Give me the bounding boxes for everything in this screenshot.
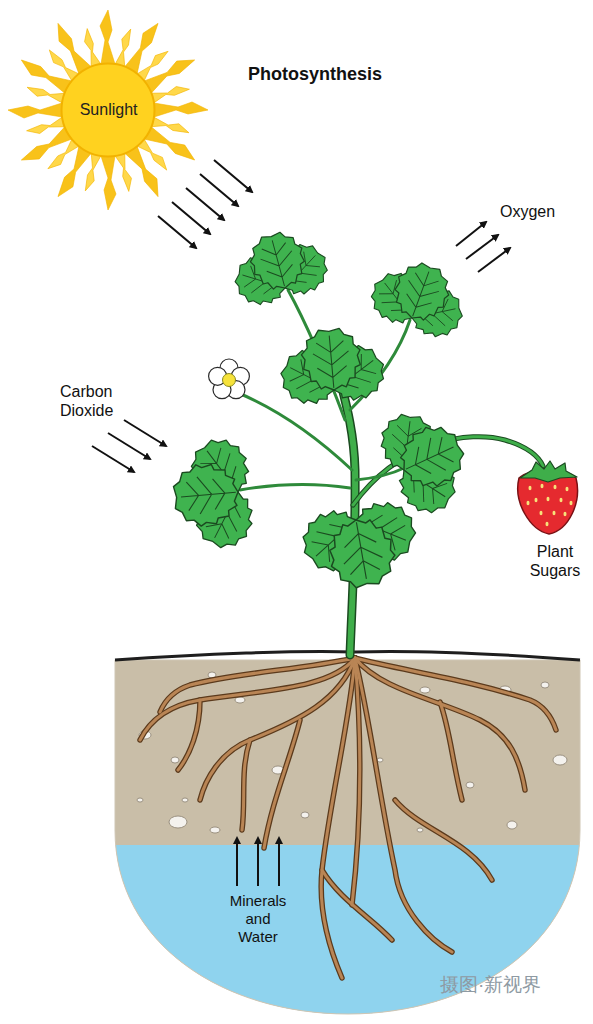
soil-bowl	[100, 845, 593, 1024]
strawberry	[546, 522, 549, 526]
strawberry	[554, 485, 557, 489]
sun-rays	[101, 156, 116, 210]
pebbles	[541, 682, 549, 688]
pebbles	[235, 697, 245, 703]
strawberry	[529, 486, 532, 490]
pebbles	[553, 755, 567, 765]
roots	[140, 658, 556, 978]
input-label: Minerals and Water	[225, 892, 291, 946]
pebbles	[417, 828, 423, 832]
watermark: 摄图·新视界	[440, 974, 541, 997]
sun-text-holder: Sunlight	[79, 101, 138, 119]
strawberry	[520, 461, 577, 482]
plant-stems	[236, 290, 543, 655]
strawberry	[564, 512, 567, 516]
minerals-arrows	[236, 838, 238, 886]
flower	[209, 359, 250, 399]
strawberry	[541, 484, 544, 488]
flower	[209, 359, 250, 399]
carbon-dioxide-arrows	[108, 433, 150, 459]
pebbles	[210, 827, 220, 833]
oxygen-arrows	[478, 248, 510, 272]
carbon-dioxide-arrows	[92, 420, 166, 472]
oxygen-arrows	[456, 222, 510, 272]
leaves	[354, 248, 483, 356]
strawberry	[527, 501, 530, 505]
sun-circle: Sunlight	[60, 62, 156, 158]
strawberry	[570, 501, 573, 505]
oxygen-arrows	[456, 222, 486, 246]
roots	[140, 658, 556, 978]
sun-disc	[62, 64, 155, 157]
strawberry	[553, 511, 556, 515]
minerals-arrows	[257, 838, 259, 886]
sun-rays	[51, 20, 91, 74]
diagram-title: Photosynthesis	[248, 64, 382, 86]
sun-rays	[8, 10, 208, 210]
leaves	[218, 221, 343, 322]
pebbles	[301, 812, 309, 818]
minerals-arrows	[278, 838, 280, 886]
sunlight-arrows	[214, 160, 252, 192]
pebbles	[420, 687, 430, 693]
pebbles	[466, 782, 474, 788]
plant-stems	[236, 392, 352, 470]
pebbles	[169, 816, 187, 828]
product-label: Oxygen	[500, 202, 555, 221]
strawberry	[566, 487, 569, 491]
sunlight-arrows	[186, 188, 224, 220]
flower	[223, 374, 236, 387]
carbon-dioxide-arrows	[124, 420, 166, 446]
sun-label: Sunlight	[79, 101, 138, 119]
strawberry	[527, 484, 573, 526]
sunlight-arrows	[158, 160, 252, 248]
sun-rays	[144, 126, 198, 166]
plant-stems	[356, 468, 404, 480]
pebbles	[377, 758, 383, 762]
input-label: Carbon Dioxide	[60, 382, 124, 420]
leaves	[169, 427, 267, 561]
minerals-arrows	[237, 838, 279, 886]
sun-rays	[81, 28, 100, 67]
sun-rays	[18, 127, 72, 167]
sunlight-arrows	[200, 174, 238, 206]
sun-rays	[125, 146, 165, 200]
pebbles	[507, 821, 517, 829]
sun-rays	[52, 146, 92, 200]
pebbles	[171, 757, 179, 763]
sunlight-arrows	[172, 202, 210, 234]
leaves	[268, 324, 396, 418]
sun-rays	[100, 10, 115, 64]
strawberry	[540, 511, 543, 515]
soil-bowl	[100, 651, 593, 1024]
sun-rays	[144, 53, 198, 93]
sun-rays	[115, 153, 134, 192]
sun-rays	[26, 117, 65, 136]
sun-rays	[17, 54, 71, 94]
pebbles	[182, 798, 188, 802]
strawberry	[518, 461, 578, 534]
strawberry	[535, 498, 538, 502]
leaves	[169, 221, 485, 598]
roots	[140, 658, 556, 978]
strawberry	[560, 498, 563, 502]
pebbles	[137, 798, 143, 802]
carbon-dioxide-arrows	[92, 446, 134, 472]
strawberry	[547, 497, 550, 501]
sun-rays	[151, 83, 190, 102]
oxygen-arrows	[466, 235, 498, 259]
plant-stems	[240, 484, 350, 490]
product-label: Plant Sugars	[524, 542, 586, 580]
sun-rays	[154, 102, 208, 117]
sun-rays	[124, 19, 164, 73]
leaves	[286, 484, 432, 597]
sun-rays	[8, 103, 62, 118]
sunlight-arrows	[158, 216, 196, 248]
